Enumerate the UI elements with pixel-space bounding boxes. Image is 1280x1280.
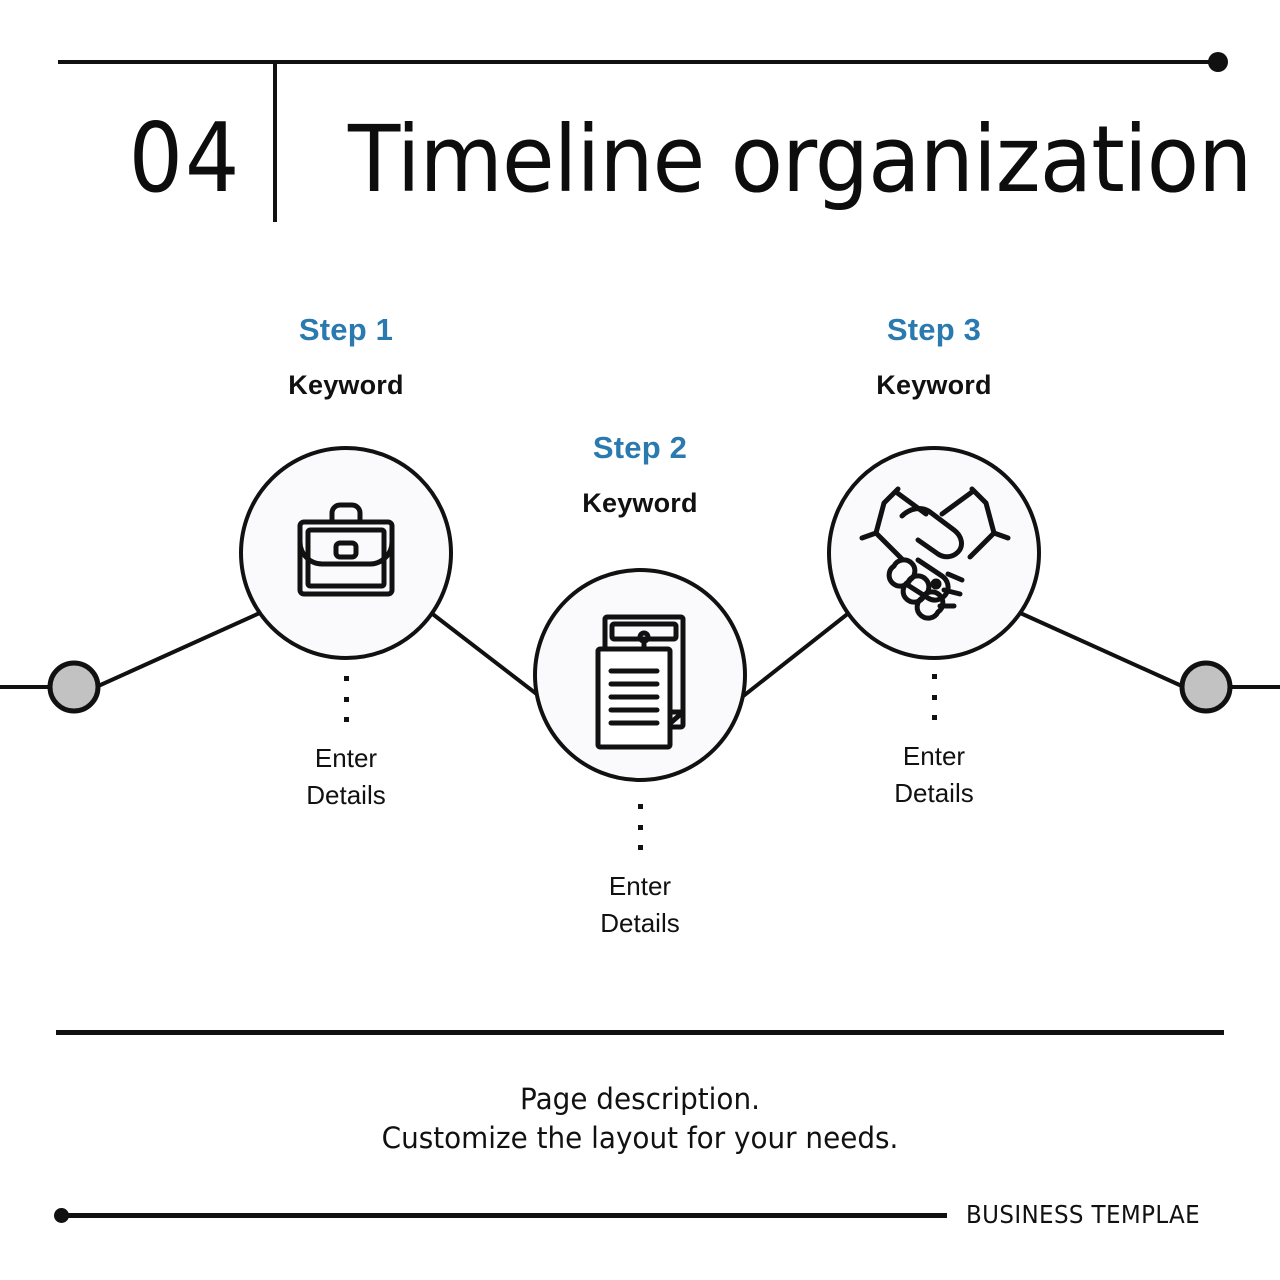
step-2-keyword: Keyword	[582, 488, 698, 518]
step-1-dotted-connector	[246, 672, 446, 726]
document-envelope-icon	[595, 614, 686, 750]
step-2-heading-block: Step 2 Keyword	[490, 428, 790, 522]
step-1-detail-line-2: Details	[306, 780, 386, 810]
handshake-icon	[859, 486, 1011, 621]
page-title: Timeline organization	[348, 106, 1252, 213]
header-top-rule	[58, 60, 1212, 64]
timeline-endpoint-right	[1179, 660, 1233, 714]
connector-segment-dot-to-step1	[94, 610, 264, 689]
step-3-detail-block: Enter Details	[834, 670, 1034, 812]
step-3-label: Step 3	[886, 312, 982, 347]
page-description-line-2: Customize the layout for your needs.	[381, 1121, 899, 1155]
footer-bottom-rule	[62, 1213, 947, 1218]
step-2-detail-line-1: Enter	[608, 871, 672, 901]
header-top-rule-end-dot	[1208, 52, 1228, 72]
step-1-label: Step 1	[298, 312, 394, 347]
step-3-dotted-connector	[834, 670, 1034, 724]
step-3-keyword: Keyword	[876, 370, 992, 400]
step-1-detail-block: Enter Details	[246, 672, 446, 814]
footer-top-rule	[56, 1030, 1224, 1035]
briefcase-icon	[297, 502, 395, 597]
step-2-label: Step 2	[592, 430, 688, 465]
step-1-detail-line-1: Enter	[314, 743, 378, 773]
page-description-line-1: Page description.	[520, 1082, 760, 1116]
footer-rule-start-dot	[54, 1208, 69, 1223]
step-2-detail-line-2: Details	[600, 908, 680, 938]
step-1-keyword: Keyword	[288, 370, 404, 400]
step-1-heading-block: Step 1 Keyword	[196, 310, 496, 404]
timeline-endpoint-left	[47, 660, 101, 714]
step-3-heading-block: Step 3 Keyword	[784, 310, 1084, 404]
page-description: Page description. Customize the layout f…	[26, 1080, 1255, 1158]
step-2-dotted-connector	[540, 800, 740, 854]
connector-segment-step3-to-dot	[1016, 610, 1186, 689]
step-1-circle[interactable]	[239, 446, 453, 660]
header-vertical-divider	[273, 62, 277, 222]
brand-label: BUSINESS TEMPLAE	[966, 1200, 1201, 1229]
slide-number: 04	[128, 104, 242, 214]
timeline-diagram	[0, 446, 1280, 782]
step-2-detail-block: Enter Details	[540, 800, 740, 942]
step-3-detail-line-1: Enter	[902, 741, 966, 771]
step-3-detail-line-2: Details	[894, 778, 974, 808]
